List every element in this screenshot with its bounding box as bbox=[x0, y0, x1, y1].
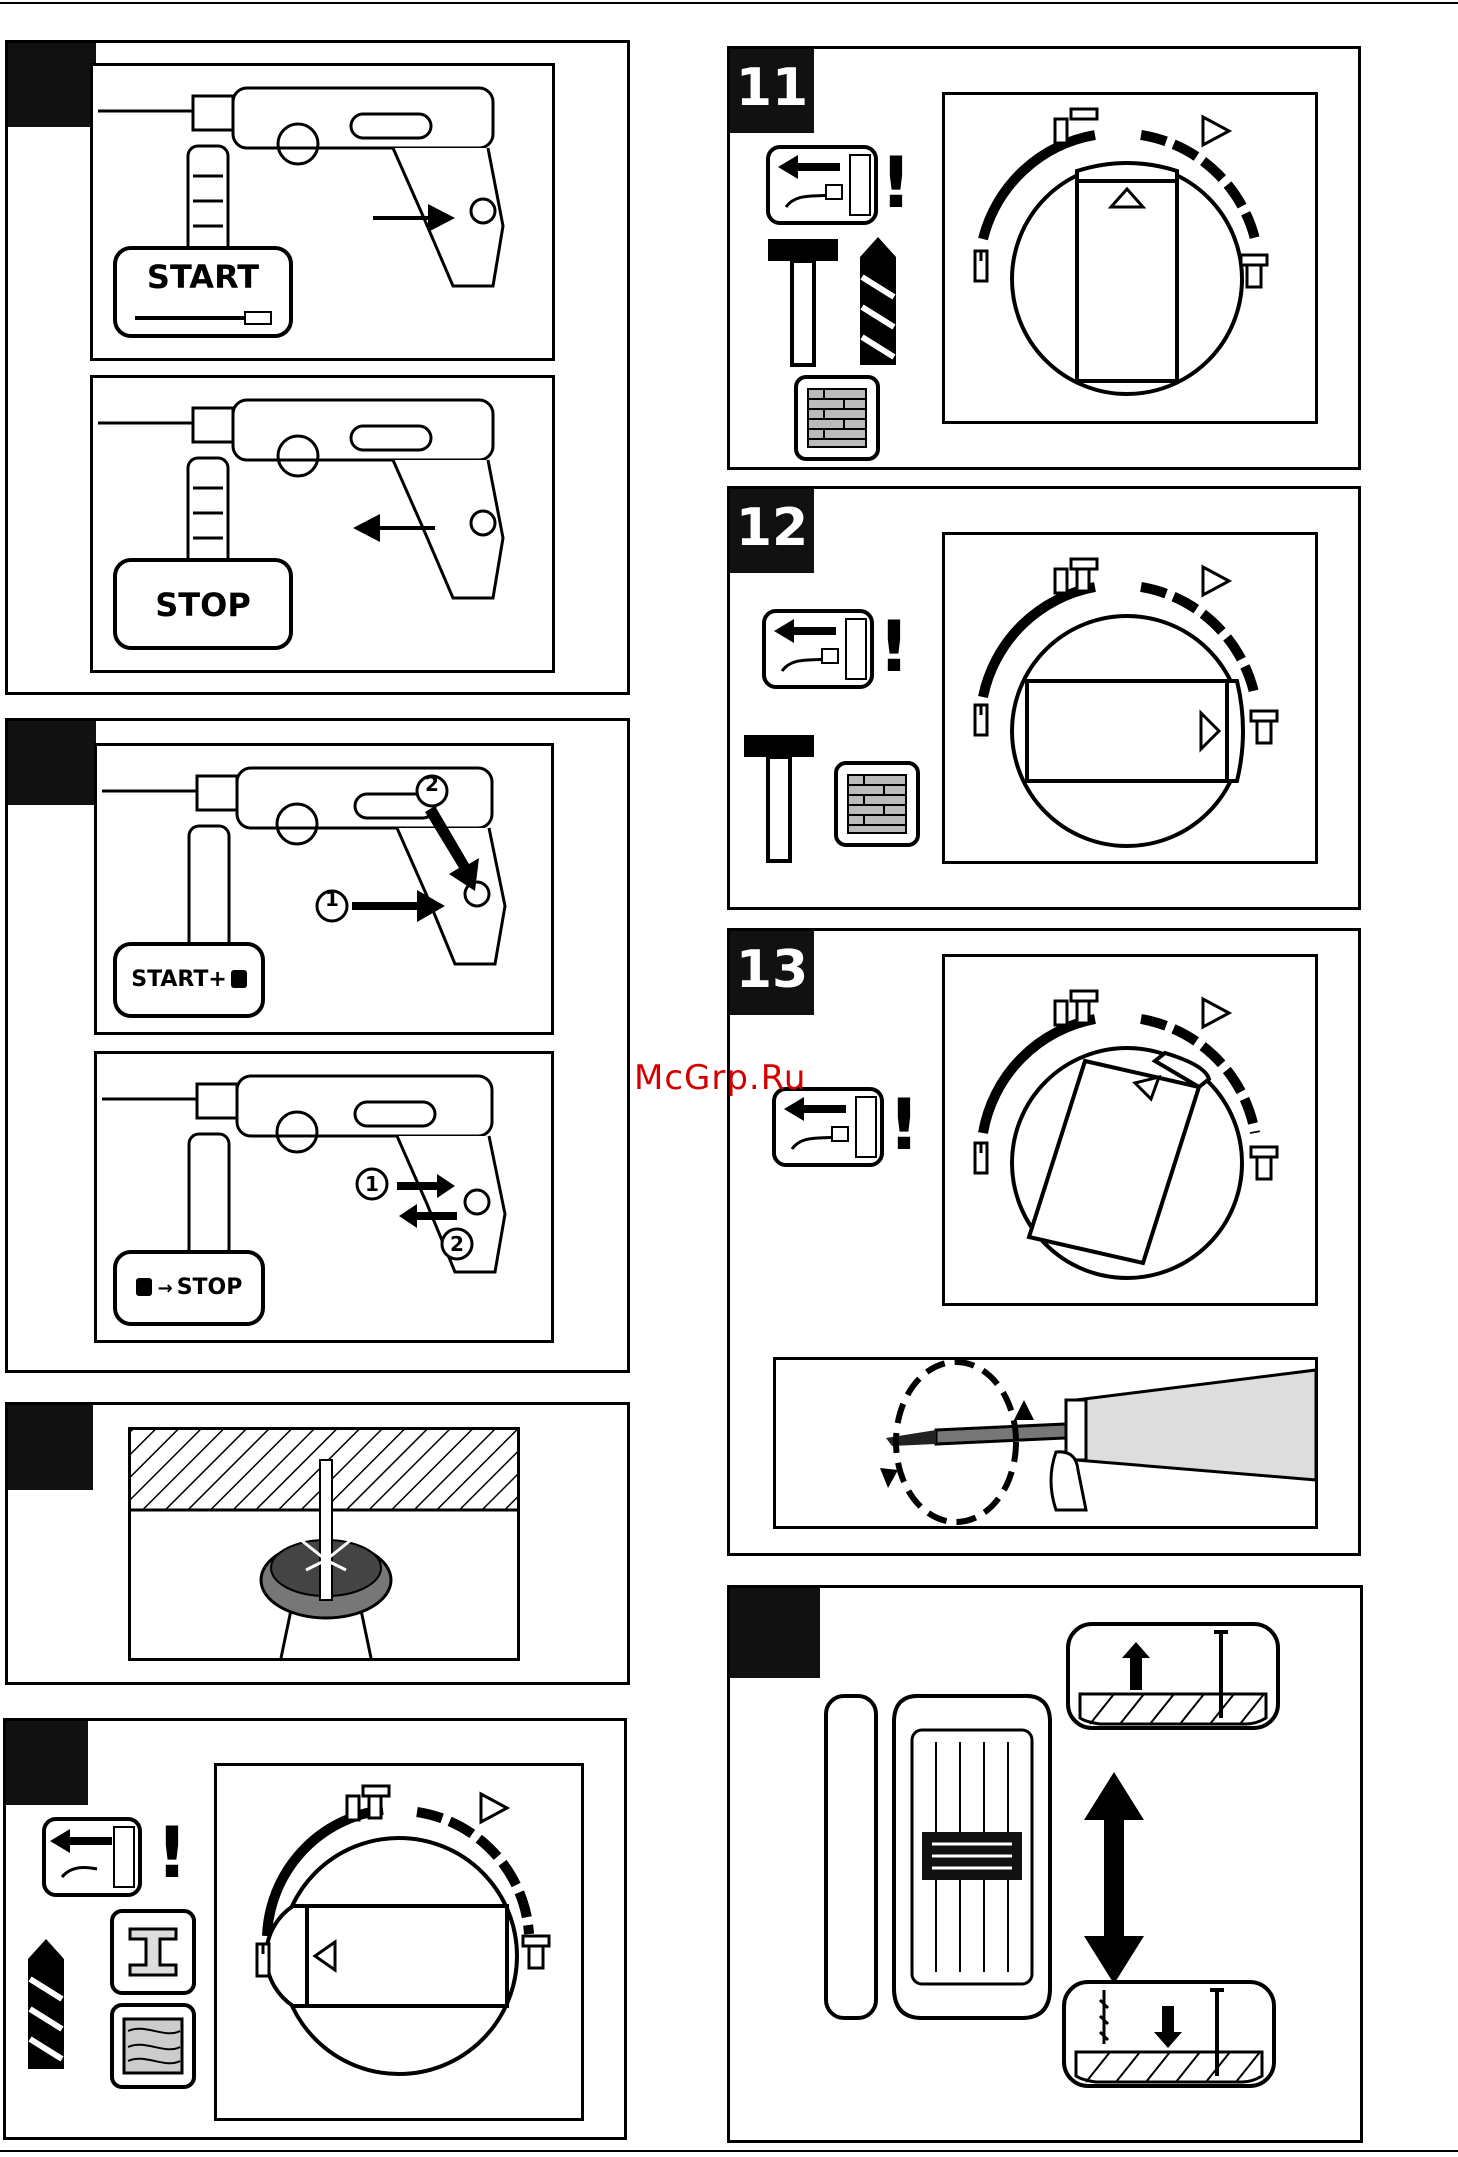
plug-icon bbox=[772, 1087, 884, 1167]
figure-badge bbox=[8, 721, 96, 805]
hammer-icon bbox=[766, 237, 840, 365]
warning-icon: ! bbox=[880, 143, 912, 223]
chisel-icon bbox=[776, 1360, 1316, 1526]
mode-dial-frame bbox=[214, 1763, 584, 2121]
mode-dial-icon bbox=[824, 1692, 1054, 2022]
mode-dial-icon bbox=[945, 535, 1315, 861]
figure-badge bbox=[8, 43, 96, 127]
drill-mode-panel: ! bbox=[3, 1718, 627, 2140]
figure-number: 11 bbox=[730, 49, 814, 133]
bottom-rule bbox=[0, 2150, 1458, 2152]
watermark: McGrp.Ru bbox=[634, 1058, 806, 1098]
bit-icon bbox=[26, 1939, 66, 2069]
figure-badge bbox=[730, 1588, 820, 1678]
step-2-label: 2 bbox=[425, 772, 439, 796]
dust-cup-panel bbox=[5, 1402, 630, 1685]
arrow-icon bbox=[1082, 1772, 1146, 1984]
figure-number: 13 bbox=[730, 931, 814, 1015]
wood-icon bbox=[110, 2003, 196, 2089]
stop-label: STOP bbox=[113, 558, 293, 650]
start-lock-text: START+ bbox=[131, 967, 227, 992]
plug-icon bbox=[42, 1817, 142, 1897]
figure-badge bbox=[6, 1721, 88, 1805]
mode-dial-icon bbox=[217, 1766, 581, 2118]
mode-dial-icon bbox=[945, 957, 1315, 1303]
bit-icon bbox=[135, 308, 275, 328]
dust-cup-icon bbox=[131, 1430, 517, 1658]
start-illustration: START bbox=[90, 63, 555, 361]
start-stop-panel: START STOP bbox=[5, 40, 630, 695]
lock-stop-illustration: 1 2 →STOP bbox=[94, 1051, 554, 1343]
lock-icon bbox=[231, 970, 247, 988]
steel-icon bbox=[110, 1909, 196, 1995]
top-rule bbox=[0, 2, 1458, 4]
lock-panel: 1 2 START+ 1 2 →STOP bbox=[5, 718, 630, 1373]
arrow-icon: → bbox=[158, 1278, 173, 1299]
step-1-label: 1 bbox=[365, 1172, 379, 1196]
start-lock-label: START+ bbox=[113, 942, 265, 1018]
start-label: START bbox=[113, 246, 293, 338]
warning-icon: ! bbox=[888, 1085, 920, 1165]
plug-icon bbox=[766, 145, 878, 225]
start-lock-illustration: 1 2 START+ bbox=[94, 743, 554, 1035]
mode-dial-icon bbox=[945, 95, 1315, 421]
bit-icon bbox=[858, 237, 898, 365]
depth-stop-panel bbox=[727, 1585, 1363, 2143]
step-2-label: 2 bbox=[450, 1232, 464, 1256]
chisel-rotate-frame bbox=[773, 1357, 1318, 1529]
stop-illustration: STOP bbox=[90, 375, 555, 673]
stop-text: STOP bbox=[117, 586, 289, 624]
figure-badge bbox=[8, 1405, 93, 1490]
brick-icon bbox=[794, 375, 880, 461]
warning-icon: ! bbox=[878, 607, 910, 687]
figure-11-panel: 11 ! bbox=[727, 46, 1361, 470]
hammer-icon bbox=[742, 733, 816, 861]
lock-icon bbox=[136, 1278, 152, 1296]
lock-stop-label: →STOP bbox=[113, 1250, 265, 1326]
step-1-label: 1 bbox=[325, 887, 339, 911]
mode-dial-frame bbox=[942, 954, 1318, 1306]
screw-icon bbox=[1066, 1622, 1280, 1730]
screw-icon bbox=[1062, 1980, 1276, 2088]
dust-cup-illustration bbox=[128, 1427, 520, 1661]
start-text: START bbox=[117, 258, 289, 296]
plug-icon bbox=[762, 609, 874, 689]
lock-stop-text: STOP bbox=[177, 1275, 243, 1300]
figure-number: 12 bbox=[730, 489, 814, 573]
mode-dial-frame bbox=[942, 92, 1318, 424]
warning-icon: ! bbox=[156, 1813, 188, 1893]
brick-icon bbox=[834, 761, 920, 847]
figure-12-panel: 12 ! bbox=[727, 486, 1361, 910]
figure-13-panel: 13 ! bbox=[727, 928, 1361, 1556]
mode-dial-frame bbox=[942, 532, 1318, 864]
